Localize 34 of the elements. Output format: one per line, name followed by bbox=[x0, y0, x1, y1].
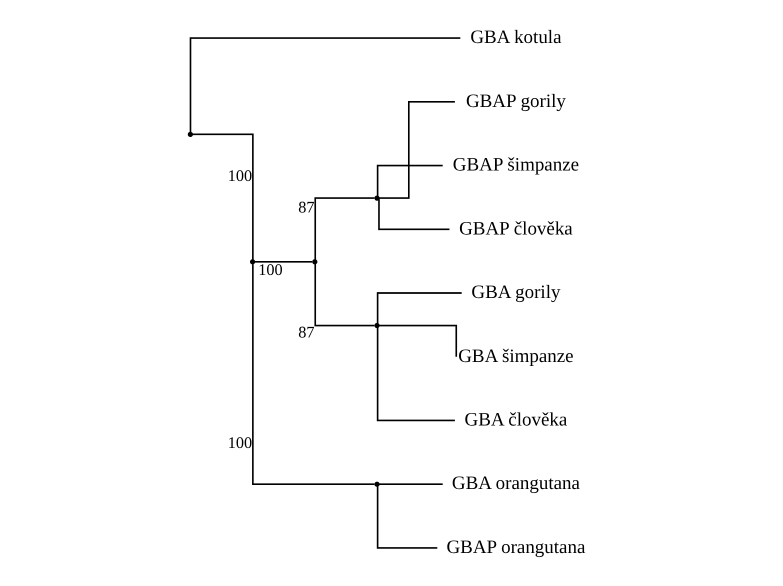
node-text: GBA kotula bbox=[470, 27, 562, 48]
connector bbox=[379, 101, 455, 199]
connector bbox=[254, 261, 312, 263]
node-text: GBAP šimpanze bbox=[452, 154, 580, 176]
node-point bbox=[374, 482, 380, 487]
node-point bbox=[188, 132, 193, 137]
connector bbox=[378, 324, 458, 357]
node-text: GBA orangutana bbox=[452, 473, 580, 494]
connector bbox=[314, 197, 374, 260]
node-text: GBA člověka bbox=[464, 409, 568, 430]
connector bbox=[252, 264, 374, 485]
edge-label: 100 bbox=[228, 434, 252, 452]
connector bbox=[376, 164, 443, 196]
edge-label: 100 bbox=[258, 260, 283, 279]
edge-label: 100 bbox=[228, 166, 252, 185]
node-text: GBA šimpanze bbox=[458, 346, 574, 367]
node-point bbox=[250, 259, 256, 264]
edge-label: 87 bbox=[298, 198, 315, 216]
edge-label: 87 bbox=[298, 323, 315, 342]
node-text: GBA gorily bbox=[471, 282, 560, 304]
connector bbox=[192, 134, 254, 262]
connector bbox=[378, 198, 450, 230]
node-point bbox=[312, 259, 318, 264]
connector bbox=[376, 486, 438, 549]
connector bbox=[379, 483, 443, 485]
node-text: GBAP gorily bbox=[466, 90, 566, 112]
node-text: GBAP člověka bbox=[459, 218, 573, 240]
node-text: GBAP orangutana bbox=[446, 536, 586, 558]
connector bbox=[376, 292, 462, 324]
connector bbox=[314, 264, 374, 326]
connector bbox=[190, 37, 460, 132]
node-point bbox=[374, 322, 380, 328]
connector bbox=[376, 328, 455, 422]
node-point bbox=[374, 195, 380, 201]
